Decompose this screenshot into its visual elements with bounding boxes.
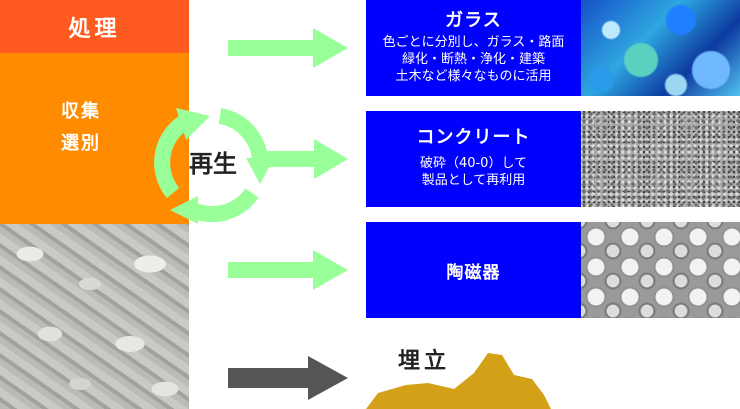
recycle-cycle-icon: 再生 [148, 98, 278, 228]
sort-label: 選別 [0, 128, 162, 160]
glass-desc-line: 緑化・断熱・浄化・建築 [366, 51, 581, 68]
ceramic-photo [581, 222, 740, 318]
glass-box: ガラス 色ごとに分別し、ガラス・路面 緑化・断熱・浄化・建築 土木など様々なもの… [366, 0, 581, 96]
glass-photo [581, 0, 740, 96]
collect-sort-label: 収集 選別 [0, 96, 162, 160]
concrete-title: コンクリート [366, 111, 581, 149]
arrow-to-ceramic [228, 248, 348, 292]
arrow-to-glass [228, 26, 348, 70]
landfill-label: 埋立 [398, 343, 450, 375]
process-header: 処理 [0, 0, 189, 53]
cycle-arrowhead-top [176, 108, 210, 140]
concrete-photo [581, 111, 740, 207]
collect-label: 収集 [0, 96, 162, 128]
ceramic-title: 陶磁器 [447, 258, 501, 283]
arrow-to-landfill [228, 356, 348, 400]
glass-desc-line: 土木など様々なものに活用 [366, 68, 581, 85]
concrete-box: コンクリート 破砕（40-0）して 製品として再利用 [366, 111, 581, 207]
cycle-label: 再生 [189, 150, 237, 178]
glass-title: ガラス [366, 0, 581, 32]
ceramic-box: 陶磁器 [366, 222, 581, 318]
landfill-mound-icon [366, 345, 551, 409]
arrow-to-concrete [262, 137, 348, 181]
concrete-desc: 破砕（40-0）して 製品として再利用 [366, 155, 581, 189]
cycle-arc-bottom [193, 193, 252, 214]
glass-desc: 色ごとに分別し、ガラス・路面 緑化・断熱・浄化・建築 土木など様々なものに活用 [366, 34, 581, 85]
glass-desc-line: 色ごとに分別し、ガラス・路面 [366, 34, 581, 51]
concrete-desc-line: 破砕（40-0）して [366, 155, 581, 172]
concrete-desc-line: 製品として再利用 [366, 172, 581, 189]
waste-photo [0, 224, 189, 409]
cycle-arrowhead-bottom [170, 196, 198, 224]
